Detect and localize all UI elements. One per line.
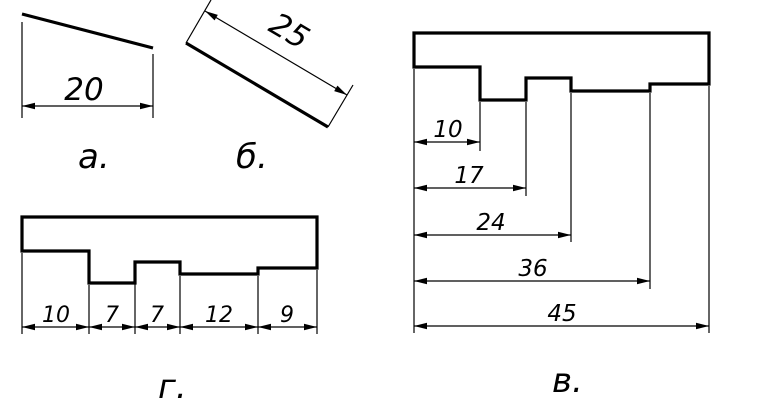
- figure-v-arrowhead-right: [513, 184, 526, 192]
- figure-v-arrowhead-right: [467, 138, 480, 146]
- figure-g-arrowhead: [135, 323, 148, 331]
- figure-g-dimension-value: 7: [105, 303, 119, 328]
- figure-v-dimension-17: 17: [414, 163, 526, 192]
- figure-v-dimension-24: 24: [414, 210, 571, 239]
- figure-v-arrowhead-left: [414, 184, 427, 192]
- figure-g-arrowhead: [304, 323, 317, 331]
- figure-a-arrowhead-left: [22, 102, 35, 110]
- figure-g-dimension-value: 7: [150, 303, 164, 328]
- figure-v-dimension-value: 36: [518, 256, 547, 282]
- figure-b-extension-line-lower: [327, 84, 354, 128]
- figure-g-dimension-value: 12: [205, 303, 233, 328]
- figure-b-sloped-edge: [185, 41, 329, 129]
- figure-b-dimension-line: [204, 10, 348, 96]
- figure-v-dimension-10: 10: [414, 117, 480, 146]
- figure-b-caption: б.: [236, 137, 268, 177]
- figure-v-arrowhead-left: [414, 322, 427, 330]
- figure-g: 10 7 7 12 9 г.: [20, 215, 319, 406]
- figure-g-dimension-value: 9: [280, 303, 294, 328]
- figure-v-arrowhead-right: [558, 231, 571, 239]
- figure-b: 25 б.: [185, 0, 354, 177]
- figure-g-dimension-value: 10: [42, 303, 70, 328]
- figure-v-dimension-value: 10: [433, 117, 462, 143]
- figure-g-arrowhead: [122, 323, 135, 331]
- figure-g-caption: г.: [158, 367, 187, 406]
- figure-b-extension-line-upper: [185, 0, 212, 44]
- figure-v-arrowhead-left: [414, 138, 427, 146]
- figure-g-arrowhead: [245, 323, 258, 331]
- figure-v-caption: в.: [552, 361, 583, 401]
- figure-a-sloped-edge: [21, 12, 154, 50]
- figure-v-dimension-45: 45: [414, 301, 709, 330]
- figure-v-dimension-36: 36: [414, 256, 650, 285]
- figure-v: 10 17 24 36 45 в.: [412, 31, 711, 401]
- figure-g-arrowhead: [180, 323, 193, 331]
- figure-g-part-outline: [20, 215, 319, 285]
- figure-a-caption: а.: [78, 137, 110, 177]
- figure-a: 20 а.: [21, 12, 154, 177]
- figure-a-arrowhead-right: [140, 102, 153, 110]
- figure-g-arrowhead: [22, 323, 35, 331]
- figure-v-arrowhead-left: [414, 277, 427, 285]
- figure-v-arrowhead-left: [414, 231, 427, 239]
- figure-g-arrowhead: [258, 323, 271, 331]
- figure-a-dimension-value: 20: [64, 72, 103, 108]
- figure-g-arrowhead: [89, 323, 102, 331]
- figure-g-arrowhead: [167, 323, 180, 331]
- figure-v-arrowhead-right: [696, 322, 709, 330]
- figure-v-dimension-value: 24: [476, 210, 505, 236]
- figure-v-part-outline: [412, 31, 711, 102]
- figure-v-dimension-value: 45: [547, 301, 576, 327]
- figure-v-dimension-value: 17: [454, 163, 484, 189]
- figure-v-arrowhead-right: [637, 277, 650, 285]
- figure-g-arrowhead: [76, 323, 89, 331]
